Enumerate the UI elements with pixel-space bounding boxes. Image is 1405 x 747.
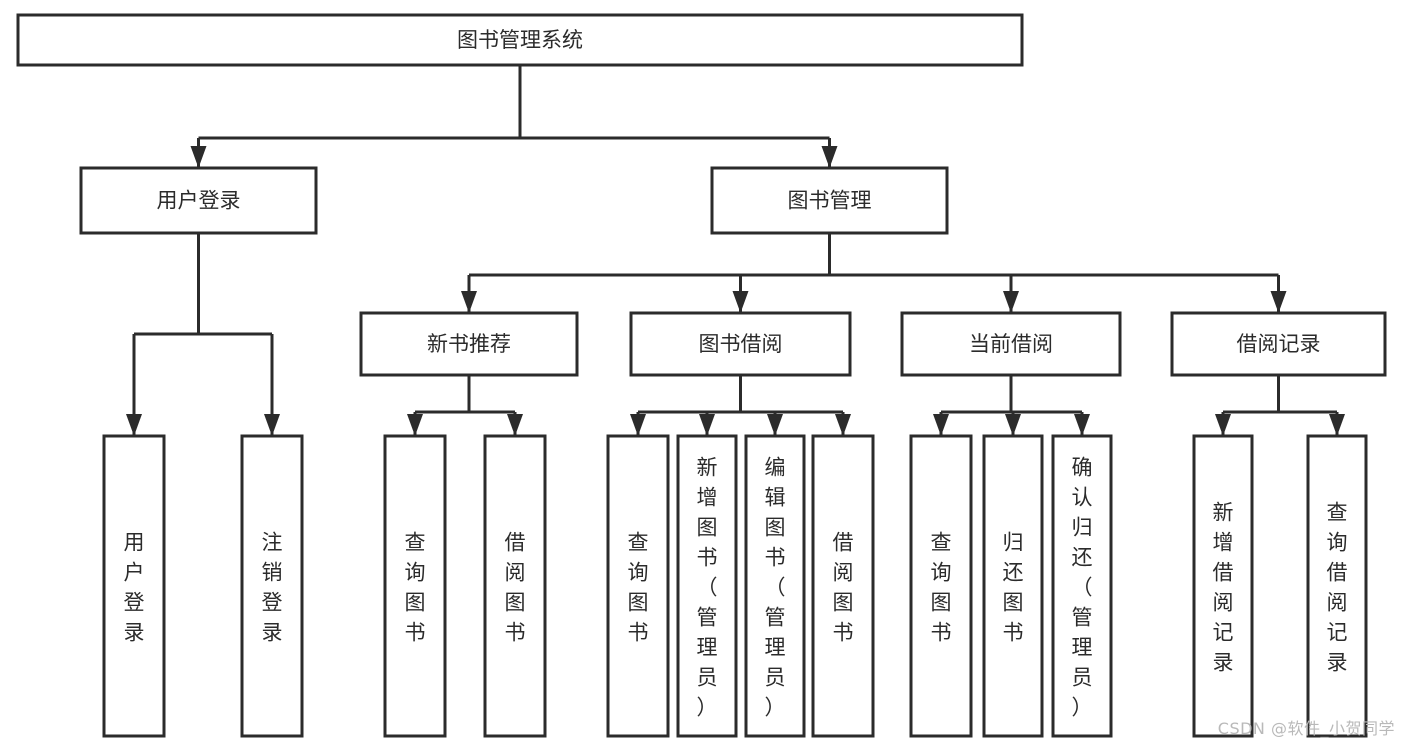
node-leaf-borrow-book-2-rect	[811, 434, 875, 738]
node-leaf-edit-book-label: 编辑图书（管理员）	[765, 455, 786, 719]
node-leaf-query-book-1[interactable]: 查询图书	[383, 434, 447, 738]
node-borrow-record-rect	[1170, 311, 1387, 377]
node-leaf-borrow-book-1-rect	[483, 434, 547, 738]
root-to-level2-arrow-1	[821, 146, 838, 168]
node-leaf-logout[interactable]: 注销登录	[240, 434, 304, 738]
node-boxes: 图书管理系统用户登录图书管理新书推荐图书借阅当前借阅借阅记录用户登录注销登录查询…	[16, 13, 1387, 738]
bookmanage-to-level3-arrow-3	[1270, 291, 1287, 313]
borrow-record-to-leaves-arrow-1	[1329, 414, 1345, 436]
node-current-borrow-rect	[900, 311, 1122, 377]
node-leaf-query-book-2[interactable]: 查询图书	[606, 434, 670, 738]
book-borrow-to-leaves-arrow-1	[699, 414, 715, 436]
node-leaf-return-book[interactable]: 归还图书	[982, 434, 1044, 738]
node-leaf-query-record-label: 查询借阅记录	[1327, 500, 1348, 674]
node-leaf-query-book-1-rect	[383, 434, 447, 738]
node-leaf-user-login-rect	[102, 434, 166, 738]
node-leaf-confirm-return-label: 确认归还（管理员）	[1072, 455, 1093, 719]
current-borrow-to-leaves-arrow-1	[1005, 414, 1021, 436]
user-login-to-leaves-arrow-1	[264, 414, 280, 436]
node-leaf-add-record-label: 新增借阅记录	[1213, 500, 1234, 674]
connector-lines	[126, 65, 1345, 436]
node-leaf-query-book-3-label: 查询图书	[931, 530, 952, 644]
node-leaf-edit-book[interactable]: 编辑图书（管理员）	[744, 434, 806, 738]
node-leaf-borrow-book-2-label: 借阅图书	[833, 530, 854, 644]
node-leaf-return-book-rect	[982, 434, 1044, 738]
node-borrow-record[interactable]: 借阅记录	[1170, 311, 1387, 377]
node-leaf-logout-rect	[240, 434, 304, 738]
node-leaf-user-login[interactable]: 用户登录	[102, 434, 166, 738]
node-leaf-query-book-2-rect	[606, 434, 670, 738]
book-borrow-to-leaves-arrow-2	[767, 414, 783, 436]
node-leaf-query-book-1-label: 查询图书	[405, 530, 426, 644]
node-book-borrow[interactable]: 图书借阅	[629, 311, 852, 377]
node-book-manage-rect	[710, 166, 949, 235]
node-leaf-query-book-2-label: 查询图书	[628, 530, 649, 644]
new-book-rec-to-leaves-arrow-1	[507, 414, 523, 436]
node-new-book-rec-label: 新书推荐	[427, 332, 511, 356]
node-user-login-label: 用户登录	[157, 189, 241, 213]
node-leaf-borrow-book-2[interactable]: 借阅图书	[811, 434, 875, 738]
node-leaf-query-record-rect	[1306, 434, 1368, 738]
node-leaf-confirm-return[interactable]: 确认归还（管理员）	[1051, 434, 1113, 738]
current-borrow-to-leaves-arrow-0	[933, 414, 949, 436]
node-root-rect	[16, 13, 1024, 67]
node-current-borrow-label: 当前借阅	[969, 332, 1053, 356]
node-book-manage[interactable]: 图书管理	[710, 166, 949, 235]
node-leaf-query-book-3[interactable]: 查询图书	[909, 434, 973, 738]
node-leaf-borrow-book-1-label: 借阅图书	[505, 530, 526, 644]
book-borrow-to-leaves-arrow-0	[630, 414, 646, 436]
node-leaf-user-login-label: 用户登录	[124, 530, 145, 644]
node-leaf-return-book-label: 归还图书	[1003, 530, 1024, 644]
node-new-book-rec-rect	[359, 311, 579, 377]
node-root-label: 图书管理系统	[457, 28, 583, 52]
node-borrow-record-label: 借阅记录	[1237, 332, 1321, 356]
node-leaf-logout-label: 注销登录	[262, 530, 283, 644]
node-leaf-add-record-rect	[1192, 434, 1254, 738]
book-borrow-to-leaves-arrow-3	[835, 414, 851, 436]
node-new-book-rec[interactable]: 新书推荐	[359, 311, 579, 377]
user-login-to-leaves-arrow-0	[126, 414, 142, 436]
node-root[interactable]: 图书管理系统	[16, 13, 1024, 67]
root-to-level2-arrow-0	[190, 146, 207, 168]
node-leaf-add-book[interactable]: 新增图书（管理员）	[676, 434, 738, 738]
bookmanage-to-level3-arrow-2	[1003, 291, 1019, 313]
node-leaf-query-record[interactable]: 查询借阅记录	[1306, 434, 1368, 738]
node-book-borrow-label: 图书借阅	[699, 332, 783, 356]
node-book-borrow-rect	[629, 311, 852, 377]
node-current-borrow[interactable]: 当前借阅	[900, 311, 1122, 377]
bookmanage-to-level3-arrow-0	[461, 291, 477, 313]
node-leaf-borrow-book-1[interactable]: 借阅图书	[483, 434, 547, 738]
borrow-record-to-leaves-arrow-0	[1215, 414, 1231, 436]
new-book-rec-to-leaves-arrow-0	[407, 414, 423, 436]
current-borrow-to-leaves-arrow-2	[1074, 414, 1090, 436]
bookmanage-to-level3-arrow-1	[732, 291, 749, 313]
node-leaf-add-book-rect	[676, 434, 738, 738]
node-leaf-add-record[interactable]: 新增借阅记录	[1192, 434, 1254, 738]
node-book-manage-label: 图书管理	[788, 189, 872, 213]
node-leaf-edit-book-rect	[744, 434, 806, 738]
node-leaf-confirm-return-rect	[1051, 434, 1113, 738]
node-user-login[interactable]: 用户登录	[79, 166, 318, 235]
node-leaf-query-book-3-rect	[909, 434, 973, 738]
node-leaf-add-book-label: 新增图书（管理员）	[697, 455, 718, 719]
node-user-login-rect	[79, 166, 318, 235]
